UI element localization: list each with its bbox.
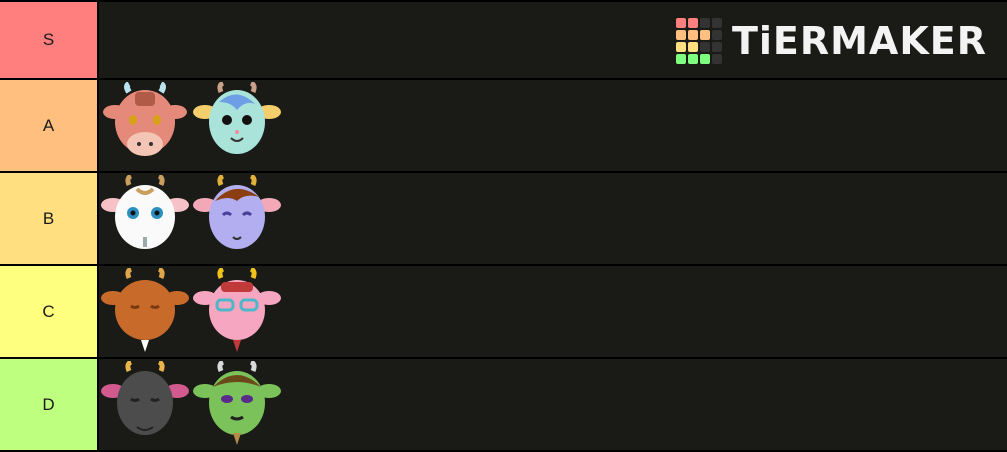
goat-face-orange-icon [101, 267, 189, 352]
goat-face-mint-icon [193, 81, 281, 154]
goat-face-white-icon [101, 174, 189, 249]
villager-goat-gray[interactable] [101, 360, 189, 449]
tier-items-d[interactable] [99, 359, 1007, 450]
tier-items-s[interactable] [99, 2, 1007, 78]
tiermaker-logo[interactable]: TiERMAKER [675, 18, 987, 64]
logo-grid-icon [675, 18, 722, 64]
logo-text: TiERMAKER [731, 19, 987, 63]
tier-row-b: B [0, 173, 1007, 264]
tier-items-b[interactable] [99, 173, 1007, 264]
tier-label-d[interactable]: D [0, 359, 97, 450]
tier-items-a[interactable] [99, 80, 1007, 171]
cow-face-pink-icon [103, 81, 187, 156]
tier-row-s: S [0, 2, 1007, 78]
tier-label-s[interactable]: S [0, 2, 97, 78]
goat-face-lavender-icon [193, 174, 281, 249]
tier-row-c: C [0, 266, 1007, 357]
villager-cow-pink[interactable] [101, 81, 189, 170]
tier-label-b[interactable]: B [0, 173, 97, 264]
tier-label-c[interactable]: C [0, 266, 97, 357]
goat-face-pink-glasses-icon [193, 267, 281, 352]
villager-goat-orange[interactable] [101, 267, 189, 356]
villager-goat-mint[interactable] [193, 81, 281, 170]
tier-row-a: A [0, 80, 1007, 171]
tier-items-c[interactable] [99, 266, 1007, 357]
goat-face-gray-icon [101, 360, 189, 435]
tier-row-d: D [0, 359, 1007, 450]
villager-goat-white[interactable] [101, 174, 189, 263]
villager-goat-lavender[interactable] [193, 174, 281, 263]
villager-goat-pink-glasses[interactable] [193, 267, 281, 356]
goat-face-green-icon [193, 360, 281, 445]
villager-goat-green[interactable] [193, 360, 281, 449]
tier-label-a[interactable]: A [0, 80, 97, 171]
